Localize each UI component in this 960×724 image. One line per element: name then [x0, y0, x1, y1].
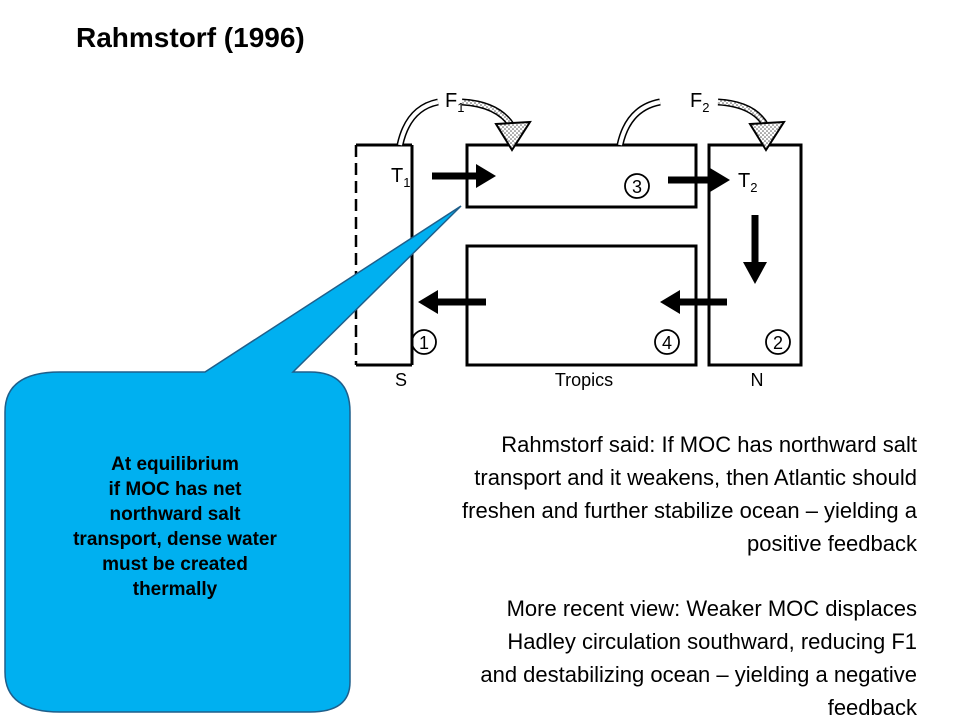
region-label-south: S — [395, 370, 407, 390]
box-tropics-upper — [465, 143, 698, 209]
arrow-north-to-tropics-lower — [660, 290, 727, 314]
callout-bubble — [4, 205, 462, 713]
callout-text: At equilibrium if MOC has net northward … — [30, 452, 320, 602]
box-number-1: 1 — [411, 329, 437, 355]
callout-line: transport, dense water — [73, 529, 277, 550]
flux-label-f1: F1 — [445, 90, 464, 115]
paragraph-line: Hadley circulation southward, reducing F… — [507, 629, 917, 654]
arrow-tropics-to-north — [668, 168, 730, 192]
temp-label-t2: T2 — [738, 170, 757, 195]
box-number-2: 2 — [765, 329, 791, 355]
arrow-tropics-to-south — [418, 290, 486, 314]
paragraph-line: positive feedback — [747, 531, 917, 556]
paragraph-line: and destabilizing ocean – yielding a neg… — [480, 662, 917, 687]
svg-text:3: 3 — [632, 177, 642, 197]
region-label-north: N — [751, 370, 764, 390]
callout-line: northward salt — [109, 504, 241, 525]
callout-line: At equilibrium — [111, 454, 239, 475]
paragraph-line: feedback — [827, 695, 917, 720]
flux-f1-arrows — [396, 98, 532, 152]
box-number-3: 3 — [624, 173, 650, 199]
temp-label-t1: T1 — [391, 165, 410, 190]
svg-text:2: 2 — [773, 333, 783, 353]
callout-line: thermally — [132, 579, 218, 600]
flux-label-f2: F2 — [690, 90, 709, 115]
paragraph-line: Rahmstorf said: If MOC has northward sal… — [501, 432, 917, 457]
paragraph-line: More recent view: Weaker MOC displaces — [506, 596, 917, 621]
svg-text:4: 4 — [662, 333, 672, 353]
box-number-4: 4 — [654, 329, 680, 355]
recent-view-statement: More recent view: Weaker MOC displaces H… — [357, 592, 917, 724]
arrow-south-to-tropics — [432, 164, 496, 188]
page-title: Rahmstorf (1996) — [76, 22, 305, 53]
rahmstorf-statement: Rahmstorf said: If MOC has northward sal… — [357, 428, 917, 560]
paragraph-line: transport and it weakens, then Atlantic … — [474, 465, 917, 490]
box-north — [707, 143, 803, 367]
callout-line: if MOC has net — [108, 479, 242, 500]
svg-text:1: 1 — [419, 333, 429, 353]
region-label-tropics: Tropics — [555, 370, 613, 390]
flux-f2-arrows — [616, 98, 786, 152]
arrow-north-downward — [743, 215, 767, 284]
callout-line: must be created — [102, 554, 248, 575]
paragraph-line: freshen and further stabilize ocean – yi… — [462, 498, 917, 523]
